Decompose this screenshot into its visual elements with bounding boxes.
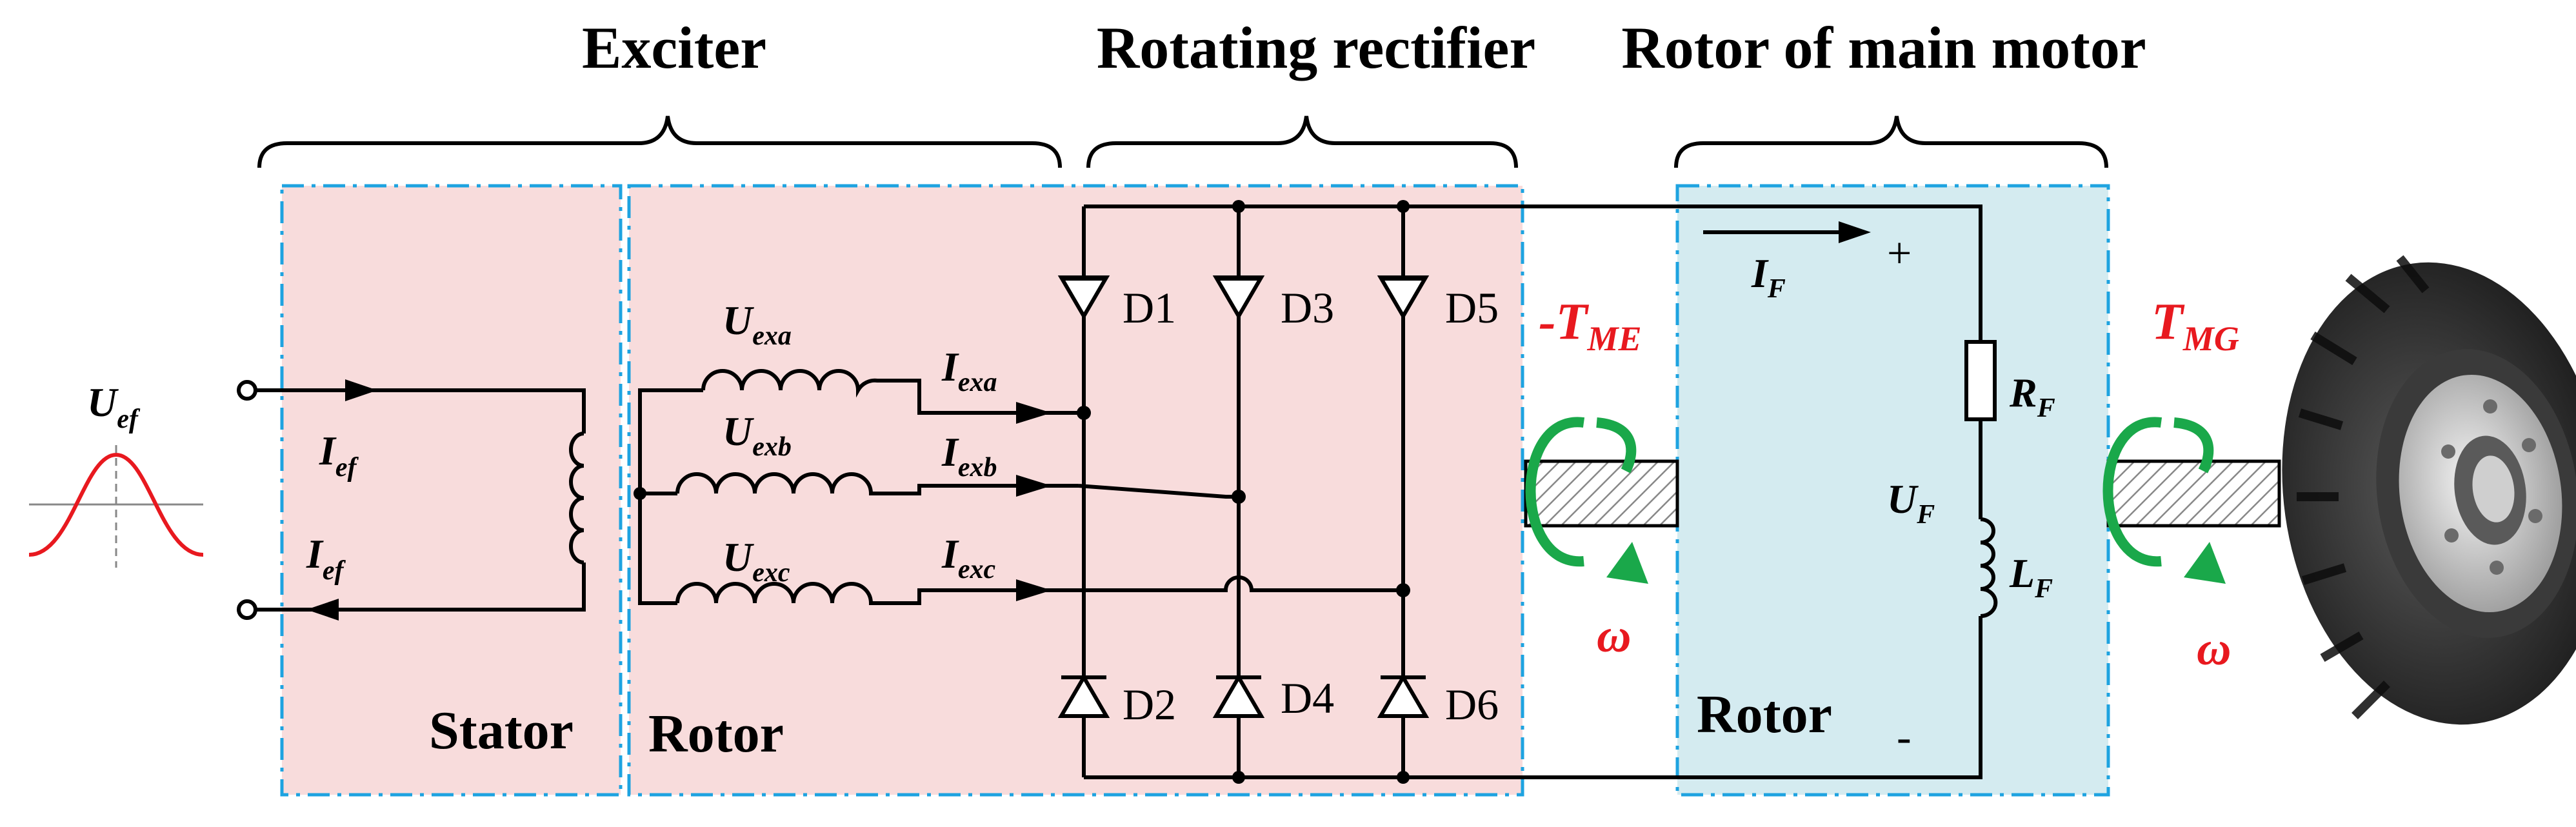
diode-D5 (1377, 275, 1430, 320)
input-terminal-top (237, 380, 257, 401)
dc-bus-bottom (1084, 616, 1982, 779)
minus-sign: - (1897, 712, 1912, 761)
diode-label-D5: D5 (1445, 283, 1499, 332)
omega-label-2: ω (2197, 623, 2232, 675)
Iexb-label: Iexb (941, 429, 997, 483)
omega-label-1: ω (1597, 610, 1632, 663)
stator-winding (569, 432, 584, 564)
rectifier-header: Rotating rectifier (1097, 15, 1535, 81)
diode-D6 (1377, 673, 1430, 718)
plus-sign: + (1887, 228, 1912, 277)
UF-label: UF (1887, 476, 1935, 530)
rotor-main-brace (1674, 115, 2108, 168)
dc-bus-top (1084, 204, 1982, 342)
diode-D3 (1212, 275, 1265, 320)
rotor2-label: Rotor (1697, 684, 1832, 744)
IF-label: IF (1751, 250, 1786, 304)
diode-label-D4: D4 (1281, 673, 1334, 722)
rectifier-brace (1086, 115, 1518, 168)
excitation-sine-symbol (28, 445, 204, 568)
tire-wheel-icon (2282, 255, 2576, 725)
rotor-main-header: Rotor of main motor (1621, 15, 2146, 81)
shaft-segment-1 (1524, 459, 1679, 528)
winding-exb (675, 472, 1079, 495)
Uexc-label: Uexc (723, 534, 790, 588)
Iexc-arrow (1016, 579, 1052, 601)
winding-exc (675, 582, 1079, 605)
diode-D2 (1057, 673, 1110, 718)
Uexb-label: Uexb (723, 408, 792, 462)
exciter-stator-region (280, 184, 623, 797)
LF-label: LF (2009, 550, 2053, 604)
diode-D1 (1057, 275, 1110, 320)
Iexc-label: Iexc (941, 531, 996, 584)
Uexa-label: Uexa (723, 297, 792, 351)
diode-label-D1: D1 (1123, 283, 1176, 332)
winding-exa (701, 369, 1079, 415)
rotation-arrow-icon-2 (2102, 417, 2226, 584)
Ief-arrow-top (345, 379, 377, 401)
resistor-RF (1964, 340, 1997, 421)
Uef-label: Uef (87, 379, 141, 434)
TME-label: -TME (1539, 294, 1642, 358)
Iexb-arrow (1016, 475, 1052, 497)
inductor-LF (1980, 517, 1998, 618)
diode-label-D6: D6 (1445, 680, 1499, 729)
Iexa-label: Iexa (941, 344, 997, 397)
TMG-label: TMG (2152, 294, 2239, 358)
rotation-arrow-icon-1 (1525, 417, 1648, 584)
Ief-label-top: Ief (319, 428, 359, 483)
Ief-arrow-bottom (306, 599, 339, 621)
input-terminal-bottom (237, 599, 257, 620)
Iexa-arrow (1016, 402, 1052, 424)
diode-label-D3: D3 (1281, 283, 1334, 332)
shaft-segment-2 (2106, 459, 2281, 528)
stator-label: Stator (429, 701, 574, 761)
diode-label-D2: D2 (1123, 680, 1176, 729)
RF-label: RF (2009, 370, 2055, 423)
exciter-header: Exciter (582, 15, 766, 81)
diode-D4 (1212, 673, 1265, 718)
rotor-label: Rotor (648, 704, 784, 764)
Ief-label-bottom: Ief (306, 531, 346, 586)
exciter-brace (257, 115, 1062, 168)
